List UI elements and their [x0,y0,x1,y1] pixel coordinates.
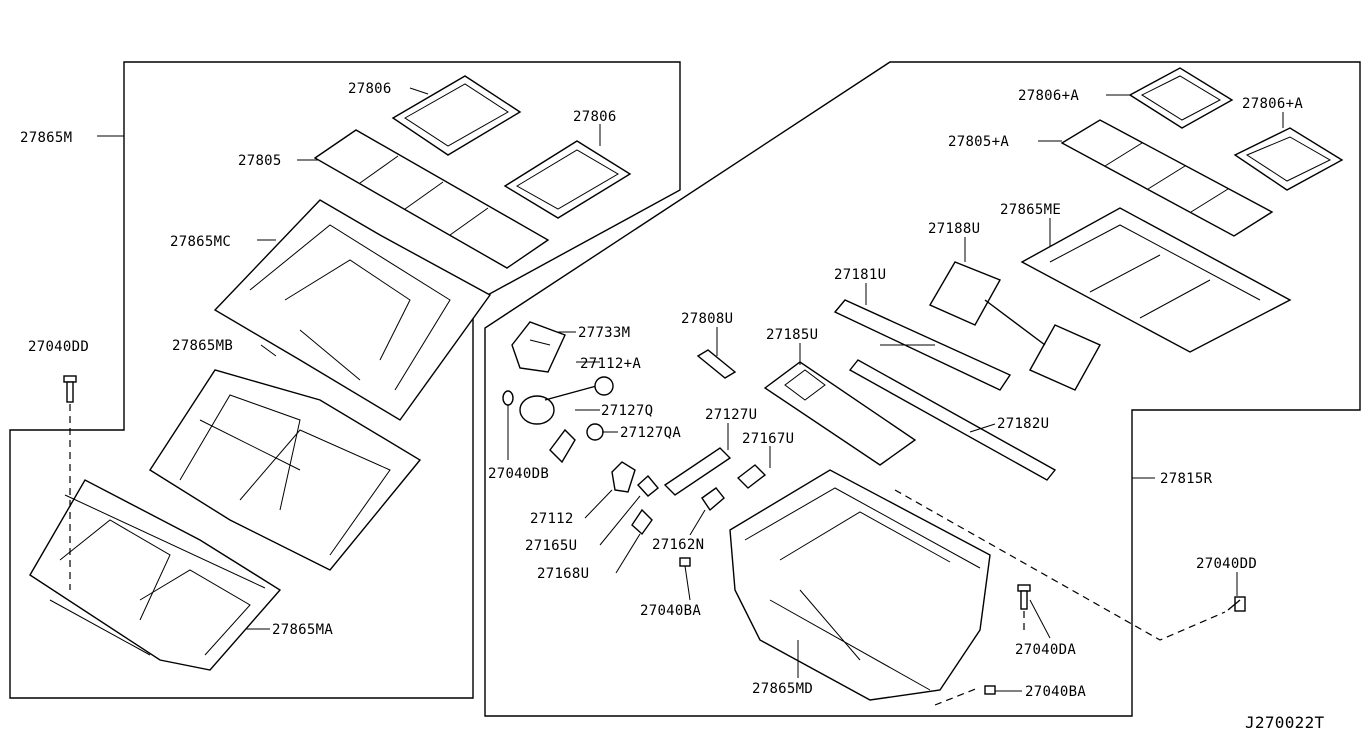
lever-27168U [631,508,653,536]
actuator-27733M [511,321,566,373]
door-27185U [763,361,917,466]
callout-27127Q: 27127Q [601,403,653,419]
filter-27806A-a [1128,67,1234,129]
clip-27040DB [502,390,514,406]
link-27127QA [586,423,604,441]
screw-27040DD-left [63,375,77,590]
callout-27168U: 27168U [537,566,589,582]
right-frame [484,61,1361,717]
duct-27865MC [213,199,492,421]
duct-27865ME [1020,207,1292,353]
callout-27127U: 27127U [705,407,757,423]
callout-27806-b: 27806 [573,109,617,125]
filter-27806-a [391,75,522,156]
frame-27805A [1060,119,1274,237]
callout-27112: 27112 [530,511,574,527]
duct-27865MB [149,369,422,571]
callout-27806A-b: 27806+A [1242,96,1303,112]
frame-27805 [313,129,550,269]
callout-27805: 27805 [238,153,282,169]
callout-27808U: 27808U [681,311,733,327]
callout-27112A: 27112+A [580,356,641,372]
callout-27865MD: 27865MD [752,681,813,697]
callout-27188U: 27188U [928,221,980,237]
diagram-id: J270022T [1245,713,1325,732]
callout-27865ME: 27865ME [1000,202,1061,218]
clip-27040BA-b [984,685,996,695]
link-27127Q [549,428,576,464]
callout-27806-a: 27806 [348,81,392,97]
lever-27162N [701,487,725,512]
callout-27865M: 27865M [20,130,72,146]
link-27127U [663,447,732,496]
callout-27040DB: 27040DB [488,466,549,482]
lever-27165U [637,474,659,497]
callout-27185U: 27185U [766,327,818,343]
door-27188U [929,261,1101,391]
shaft-27182U [848,359,1057,481]
callout-27040BA-a: 27040BA [640,603,701,619]
leader-lines [97,87,1284,692]
callout-27815R: 27815R [1160,471,1213,487]
callout-27162N: 27162N [652,537,704,553]
motor-27112 [611,461,636,493]
callout-27040DA: 27040DA [1015,642,1076,658]
lever-27167U [736,464,767,489]
actuator-27112A [519,376,614,425]
callout-27181U: 27181U [834,267,886,283]
callout-27865MA: 27865MA [272,622,333,638]
callout-27040DD-right: 27040DD [1196,556,1257,572]
sensor-27808U [696,349,737,379]
clip-27040BA-a [679,557,691,567]
callout-27865MB: 27865MB [172,338,233,354]
assembly-dash-bottom [934,687,979,706]
filter-27806A-b [1233,127,1344,191]
housing-27865MD [729,469,991,701]
callout-27040BA-b: 27040BA [1025,684,1086,700]
screw-27040DA [1017,584,1031,635]
callout-27806A-a: 27806+A [1018,88,1079,104]
callout-27040DD-left: 27040DD [28,339,89,355]
callout-27165U: 27165U [525,538,577,554]
callout-27805A: 27805+A [948,134,1009,150]
door-27181U [833,299,1012,391]
assembly-dash-path [894,489,1226,641]
screw-27040DD-right [1227,596,1246,612]
callout-27865MC: 27865MC [170,234,231,250]
duct-27865MA [29,479,282,671]
callout-27182U: 27182U [997,416,1049,432]
callout-27127QA: 27127QA [620,425,681,441]
callout-27733M: 27733M [578,325,630,341]
left-frame [9,61,681,699]
callout-27167U: 27167U [742,431,794,447]
filter-27806-b [503,140,632,219]
